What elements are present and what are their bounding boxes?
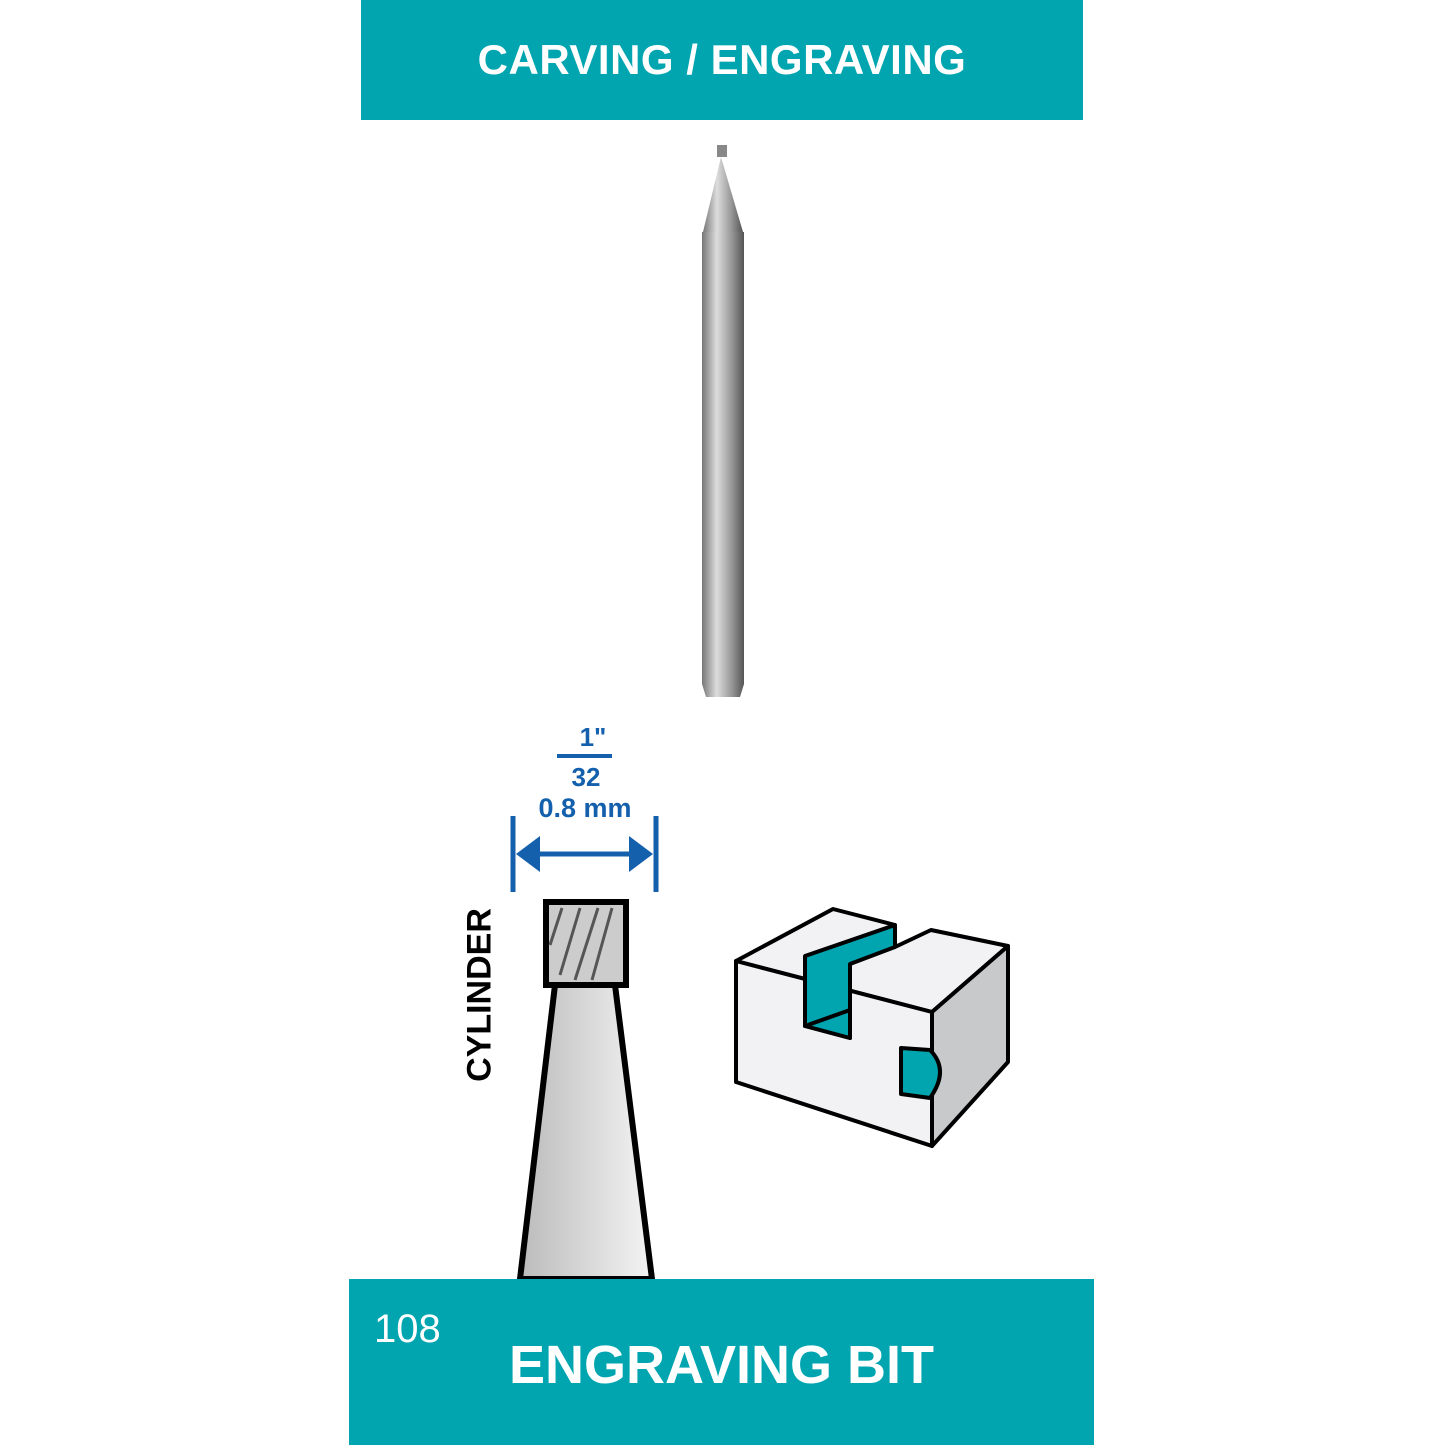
workpiece-cut-diagram xyxy=(734,907,1010,1148)
model-number: 108 xyxy=(374,1307,441,1351)
cylinder-bit-diagram xyxy=(516,899,656,1282)
category-banner: CARVING / ENGRAVING xyxy=(361,0,1083,120)
category-title: CARVING / ENGRAVING xyxy=(477,36,967,83)
product-banner: 108 ENGRAVING BIT xyxy=(349,1279,1094,1445)
product-name: ENGRAVING BIT xyxy=(508,1335,934,1395)
shape-label: CYLINDER xyxy=(460,908,499,1082)
dimension-metric: 0.8 mm xyxy=(538,793,632,823)
engraving-bit-photo xyxy=(702,145,744,697)
dimension-fraction-denominator: 32 xyxy=(571,762,601,792)
dimension-fraction-numerator: 1" xyxy=(579,722,607,752)
dimension-arrow-icon xyxy=(510,754,659,892)
